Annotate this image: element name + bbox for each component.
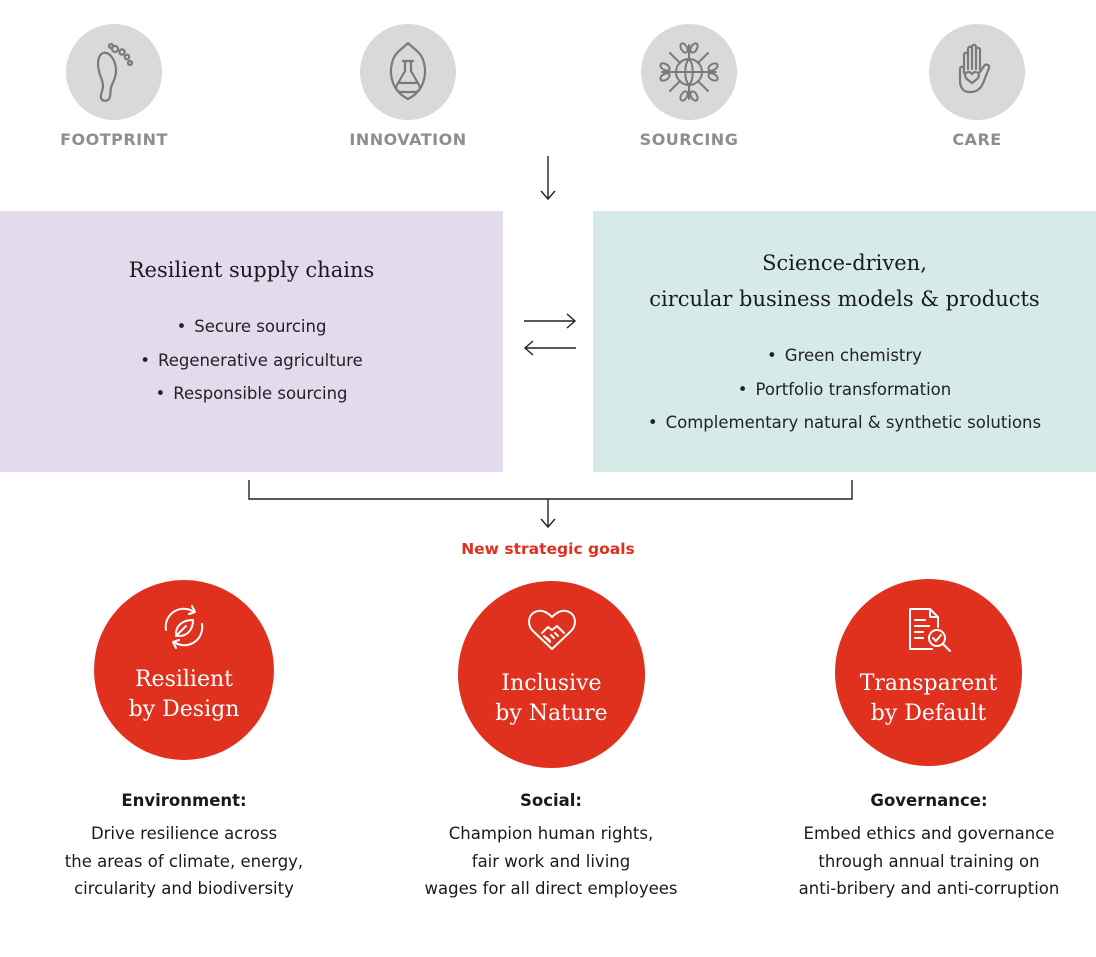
heart-handshake-icon <box>527 609 576 650</box>
goal-description-social: Social: Champion human rights, fair work… <box>386 788 716 903</box>
goal-title: Resilient by Design <box>94 665 274 725</box>
goal-title-line: by Default <box>870 701 987 726</box>
goal-title: Transparent by Default <box>835 669 1022 729</box>
bullet-item: Portfolio transformation <box>593 373 1096 407</box>
globe-branches-icon <box>641 24 737 120</box>
goal-transparent-by-default: Transparent by Default <box>835 579 1022 766</box>
box-title-line: circular business models & products <box>649 287 1040 311</box>
resilient-supply-chains-box: Resilient supply chains Secure sourcing … <box>0 211 503 472</box>
new-strategic-goals-label: New strategic goals <box>461 540 635 558</box>
goal-body-line: fair work and living <box>471 851 631 871</box>
pillar-label: CARE <box>952 130 1002 149</box>
goal-body-line: circularity and biodiversity <box>74 879 294 898</box>
goal-body-line: Embed ethics and governance <box>803 824 1055 843</box>
goal-body-line: anti-bribery and anti-corruption <box>798 879 1060 898</box>
pillar-care: CARE <box>877 24 1077 149</box>
hand-heart-icon <box>929 24 1025 120</box>
goal-body-line: the areas of climate, energy, <box>64 851 304 871</box>
goal-body-line: Champion human rights, <box>448 824 654 843</box>
goal-description-governance: Governance: Embed ethics and governance … <box>764 788 1094 903</box>
pillar-sourcing: SOURCING <box>589 24 789 149</box>
recycle-leaf-icon <box>164 605 204 649</box>
pillar-innovation: INNOVATION <box>308 24 508 149</box>
bullet-list: Secure sourcing Regenerative agriculture… <box>0 310 503 411</box>
pillar-label: SOURCING <box>639 130 739 149</box>
flask-leaf-icon <box>360 24 456 120</box>
goal-title: Inclusive by Nature <box>458 669 645 729</box>
merge-bracket <box>248 480 853 500</box>
box-title: Resilient supply chains <box>128 258 375 282</box>
goal-body-line: Drive resilience across <box>90 824 278 843</box>
pillar-label: INNOVATION <box>349 130 467 149</box>
goal-title-line: Transparent <box>859 671 998 696</box>
document-magnifier-icon <box>908 608 951 652</box>
bullet-list: Green chemistry Portfolio transformation… <box>593 339 1096 440</box>
goal-heading: Environment: <box>121 791 247 810</box>
goal-title-line: Resilient <box>134 667 233 692</box>
pillar-label: FOOTPRINT <box>60 130 168 149</box>
box-title-line: Science-driven, <box>762 251 927 275</box>
bullet-item: Responsible sourcing <box>0 377 503 411</box>
bullet-item: Regenerative agriculture <box>0 344 503 378</box>
goal-title-line: by Design <box>128 697 240 722</box>
footprint-icon <box>66 24 162 120</box>
goal-body: Embed ethics and governance through annu… <box>764 820 1094 903</box>
goal-title-line: by Nature <box>495 701 608 726</box>
box-title: Science-driven, circular business models… <box>593 245 1096 317</box>
goal-body: Drive resilience across the areas of cli… <box>19 820 349 903</box>
bullet-item: Green chemistry <box>593 339 1096 373</box>
goal-inclusive-by-nature: Inclusive by Nature <box>458 581 645 768</box>
goal-body-line: through annual training on <box>818 851 1040 871</box>
pillar-footprint: FOOTPRINT <box>14 24 214 149</box>
goal-body: Champion human rights, fair work and liv… <box>386 820 716 903</box>
goal-heading: Governance: <box>870 791 988 810</box>
goal-title-line: Inclusive <box>501 671 602 696</box>
goal-body-line: wages for all direct employees <box>424 879 678 898</box>
goal-heading: Social: <box>519 791 583 810</box>
science-driven-box: Science-driven, circular business models… <box>593 211 1096 472</box>
goal-resilient-by-design: Resilient by Design <box>94 580 274 760</box>
bullet-item: Complementary natural & synthetic soluti… <box>593 406 1096 440</box>
goal-description-environment: Environment: Drive resilience across the… <box>19 788 349 903</box>
bullet-item: Secure sourcing <box>0 310 503 344</box>
